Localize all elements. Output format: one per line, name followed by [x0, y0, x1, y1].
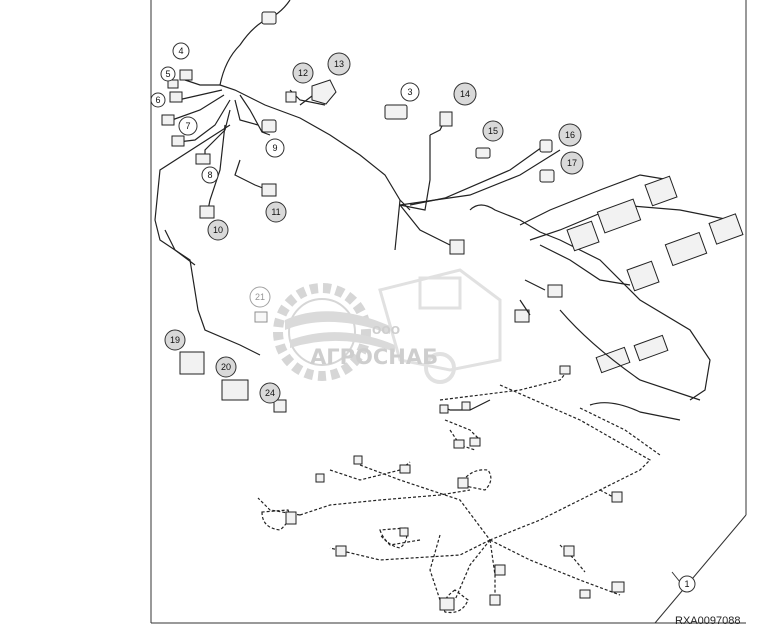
callout-10: 10 — [207, 219, 229, 241]
svg-text:16: 16 — [565, 130, 575, 140]
svg-text:7: 7 — [185, 121, 190, 131]
callout-6: 6 — [150, 92, 166, 108]
callout-5: 5 — [160, 66, 176, 82]
callout-13: 13 — [327, 52, 351, 76]
svg-text:9: 9 — [272, 143, 277, 153]
svg-text:12: 12 — [298, 68, 308, 78]
callout-15: 15 — [482, 120, 504, 142]
svg-text:5: 5 — [165, 69, 170, 79]
svg-text:14: 14 — [460, 89, 470, 99]
lower-harness-wires — [257, 367, 681, 614]
drawing-frame — [150, 0, 747, 624]
callout-9: 9 — [265, 138, 285, 158]
callout-1: 1 — [671, 571, 696, 593]
svg-text:1: 1 — [684, 579, 689, 589]
callout-12: 12 — [292, 62, 314, 84]
callout-21: 21 — [249, 286, 271, 308]
callout-3: 3 — [400, 82, 420, 102]
svg-text:3: 3 — [407, 87, 412, 97]
upper-harness-wires — [154, 0, 561, 356]
callout-19: 19 — [164, 329, 186, 351]
figure-code: RXA0097088 — [675, 615, 740, 627]
callout-24: 24 — [259, 382, 281, 404]
svg-text:4: 4 — [178, 46, 183, 56]
callout-17: 17 — [560, 151, 584, 175]
watermark: ООО АГРОСНАБ — [273, 268, 502, 384]
svg-text:8: 8 — [207, 170, 212, 180]
gear-combine-logo-icon — [273, 268, 502, 384]
svg-text:10: 10 — [213, 225, 223, 235]
callout-14: 14 — [453, 82, 477, 106]
watermark-small-text: ООО — [372, 324, 400, 337]
callout-16: 16 — [558, 123, 582, 147]
svg-text:15: 15 — [488, 126, 498, 136]
svg-text:13: 13 — [334, 59, 344, 69]
svg-text:24: 24 — [265, 388, 275, 398]
callout-20: 20 — [215, 356, 237, 378]
relay-block — [469, 174, 744, 401]
svg-text:17: 17 — [567, 158, 577, 168]
svg-text:19: 19 — [170, 335, 180, 345]
callout-11: 11 — [265, 201, 287, 223]
callout-4: 4 — [172, 42, 190, 60]
callout-8: 8 — [201, 166, 219, 184]
watermark-large-text: АГРОСНАБ — [310, 345, 438, 369]
svg-text:11: 11 — [271, 207, 280, 217]
svg-text:21: 21 — [255, 292, 265, 302]
svg-text:6: 6 — [155, 95, 160, 105]
upper-connectors — [161, 11, 555, 413]
svg-text:20: 20 — [221, 362, 231, 372]
callout-7: 7 — [178, 116, 198, 136]
lower-connectors — [285, 365, 625, 611]
